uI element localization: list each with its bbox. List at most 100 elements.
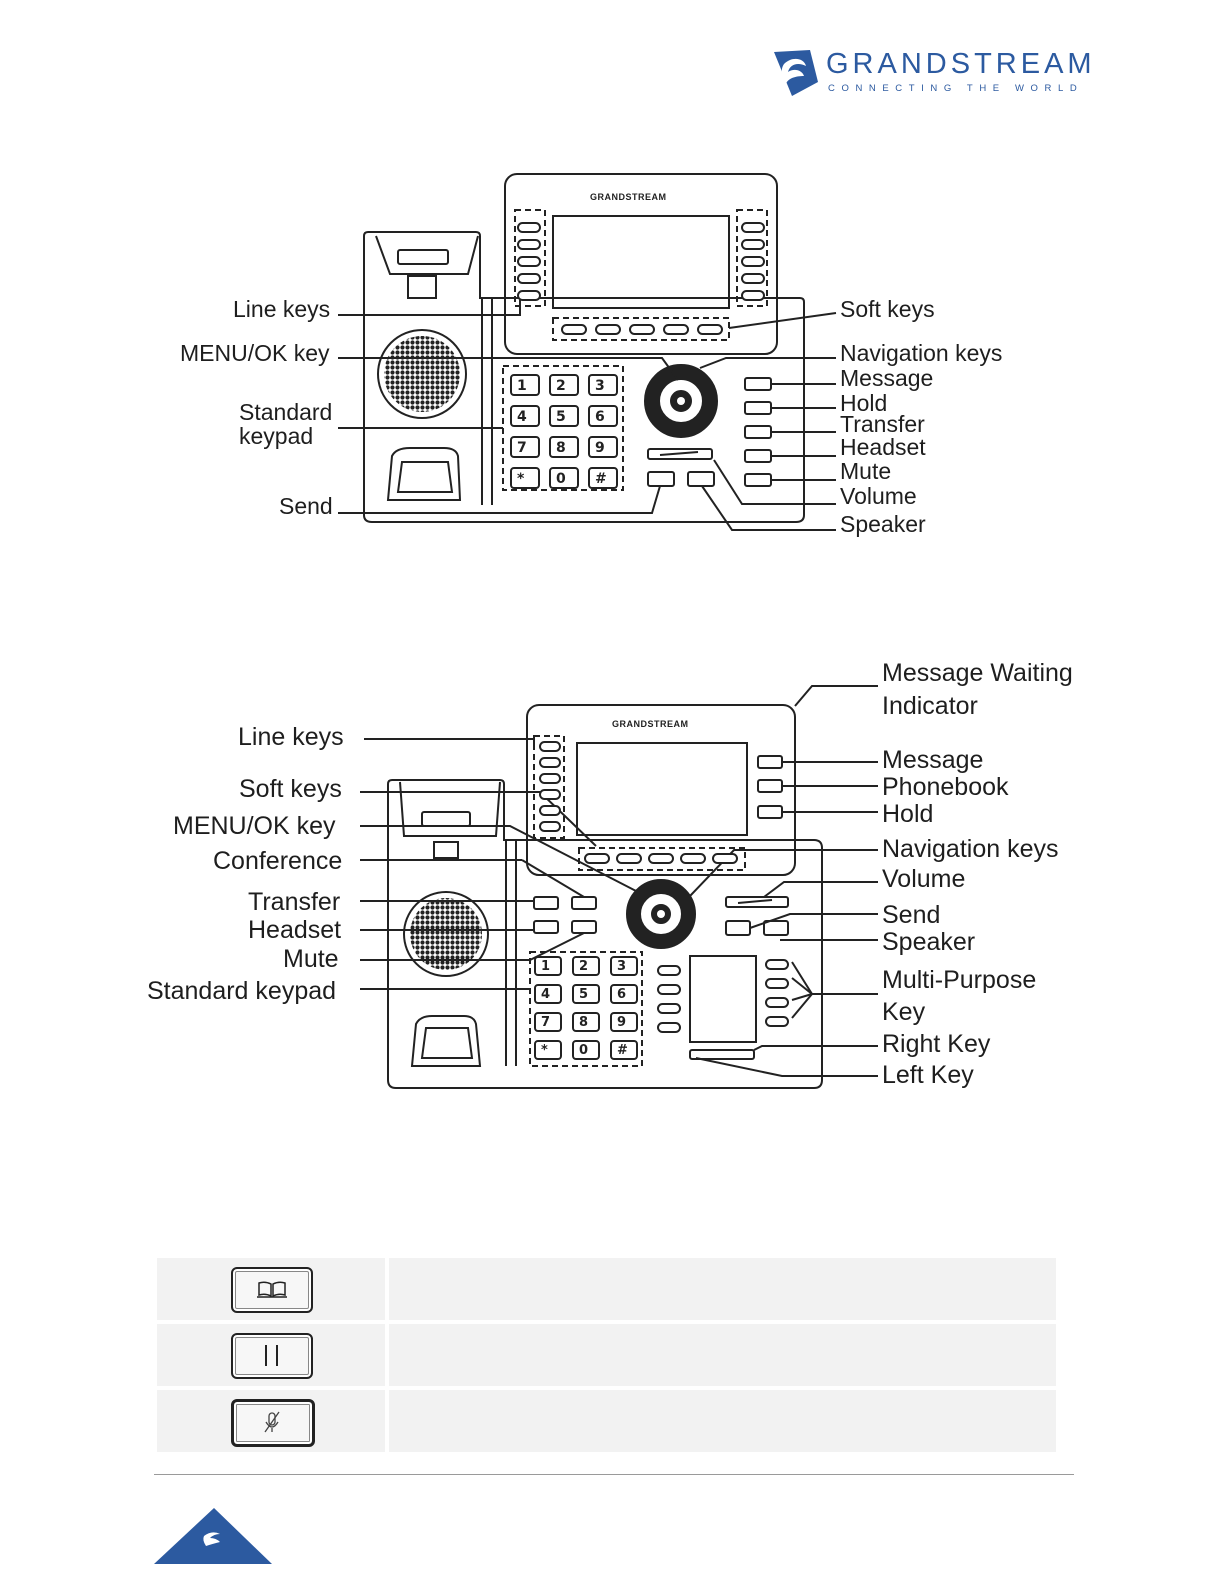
mute-icon <box>264 1411 280 1433</box>
label-message-2: Message <box>882 746 984 774</box>
line-key <box>765 997 789 1008</box>
keypad-key-label: 7 <box>517 440 527 456</box>
line-key <box>539 805 561 816</box>
keypad-key <box>549 436 579 458</box>
table-cell-description <box>389 1324 1056 1386</box>
phone-diagram-1 <box>338 173 837 531</box>
soft-key <box>648 853 674 864</box>
label-volume-1: Volume <box>840 483 917 509</box>
label-mwi-2: Message Waiting Indicator <box>882 659 1073 720</box>
line-key <box>765 959 789 970</box>
line-key <box>741 256 765 267</box>
keypad-key <box>588 436 618 458</box>
soft-key <box>697 324 723 335</box>
table-cell-description <box>389 1390 1056 1452</box>
phonebook-icon <box>257 1281 287 1298</box>
soft-key <box>595 324 621 335</box>
line-key <box>657 984 681 995</box>
keypad-key <box>572 956 600 976</box>
keypad-key <box>549 405 579 427</box>
label-phonebook-2: Phonebook <box>882 773 1009 801</box>
keypad-key-label: # <box>617 1043 628 1058</box>
line-key <box>657 1003 681 1014</box>
line-key <box>517 290 541 301</box>
line-key <box>741 239 765 250</box>
keypad-key <box>510 405 540 427</box>
hold-key <box>231 1333 313 1379</box>
keypad-key-label: 9 <box>595 440 605 456</box>
label-left-key-2: Left Key <box>882 1061 974 1089</box>
line-key <box>517 222 541 233</box>
grandstream-logo: GRANDSTREAM CONNECTING THE WORLD <box>770 46 1100 102</box>
label-menu-ok-1: MENU/OK key <box>180 340 330 366</box>
phonebook-key <box>231 1267 313 1313</box>
keypad-key <box>510 374 540 396</box>
keypad-key <box>610 1012 638 1032</box>
soft-key <box>561 324 587 335</box>
keypad-key-label: 8 <box>556 440 566 456</box>
keypad-key <box>610 984 638 1004</box>
label-standard-keypad-1: Standard keypad <box>239 399 333 449</box>
label-message-1: Message <box>840 365 934 391</box>
keypad-key-label: 4 <box>517 409 527 425</box>
label-send-2: Send <box>882 901 941 929</box>
keypad-key <box>510 436 540 458</box>
label-speaker-2: Speaker <box>882 928 976 956</box>
keypad-key <box>549 467 579 489</box>
mute-key <box>231 1399 315 1447</box>
keypad-key-label: * <box>517 471 525 487</box>
brand-tagline: CONNECTING THE WORLD <box>828 83 1084 94</box>
keypad-key-label: 0 <box>579 1043 588 1058</box>
label-navigation-keys-1: Navigation keys <box>840 340 1003 366</box>
grandstream-logo-icon <box>774 50 818 96</box>
keypad-key-label: 6 <box>595 409 605 425</box>
phone-diagram-2 <box>360 685 878 1089</box>
label-mute-2: Mute <box>283 945 339 973</box>
soft-key <box>663 324 689 335</box>
label-headset-2: Headset <box>248 916 342 944</box>
line-key <box>539 741 561 752</box>
label-speaker-1: Speaker <box>840 511 926 537</box>
label-menu-ok-2: MENU/OK key <box>173 812 336 840</box>
soft-key <box>629 324 655 335</box>
table-cell-icon <box>157 1324 385 1386</box>
line-key <box>517 256 541 267</box>
line-key <box>517 239 541 250</box>
soft-key <box>584 853 610 864</box>
keypad-key-label: 0 <box>556 471 566 487</box>
label-send-1: Send <box>279 493 333 519</box>
footer-divider <box>154 1474 1074 1475</box>
keypad-key <box>534 1040 562 1060</box>
label-volume-2: Volume <box>882 865 966 893</box>
label-standard-keypad-2: Standard keypad <box>147 977 337 1005</box>
table-row <box>157 1258 1056 1320</box>
keypad-key <box>588 374 618 396</box>
keypad-key <box>588 405 618 427</box>
keypad-key-label: 3 <box>617 959 626 974</box>
keypad-key-label: 2 <box>556 378 566 394</box>
line-key <box>741 222 765 233</box>
label-mute-1: Mute <box>840 458 892 484</box>
line-key <box>765 1016 789 1027</box>
soft-key <box>712 853 738 864</box>
line-key <box>657 1022 681 1033</box>
keypad-key-label: 4 <box>541 987 550 1002</box>
brand-name: GRANDSTREAM <box>826 48 1096 80</box>
device-brand-2: GRANDSTREAM <box>612 719 689 729</box>
hold-icon <box>265 1345 278 1366</box>
label-line-keys-2: Line keys <box>238 723 344 751</box>
line-key <box>539 773 561 784</box>
line-key <box>517 273 541 284</box>
keypad-key <box>549 374 579 396</box>
keypad-key-label: 9 <box>617 1015 626 1030</box>
line-key <box>765 978 789 989</box>
label-navigation-keys-2: Navigation keys <box>882 835 1059 863</box>
keypad-key-label: 1 <box>541 959 550 974</box>
keypad-key <box>510 467 540 489</box>
footer-logo-icon <box>154 1508 272 1564</box>
soft-key <box>680 853 706 864</box>
label-multi-purpose-key-2: Multi-Purpose Key <box>882 966 1037 1026</box>
label-conference-2: Conference <box>213 847 343 875</box>
keypad-key-label: 7 <box>541 1015 550 1030</box>
